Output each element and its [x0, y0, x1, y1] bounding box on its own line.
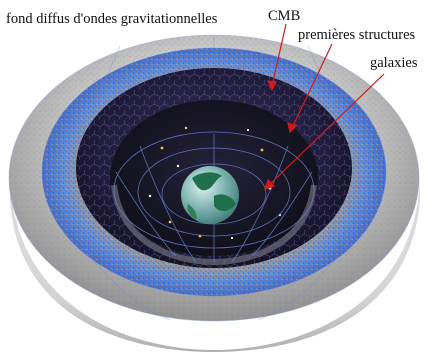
gravitational-wave-background-label: fond diffus d'ondes gravitationnelles — [6, 11, 218, 27]
galaxies-label: galaxies — [370, 55, 418, 71]
galaxies-arrow — [267, 73, 385, 187]
earth — [181, 166, 239, 224]
cmb-label: CMB — [268, 8, 301, 24]
cmb-arrow — [271, 23, 287, 87]
first-structures-arrow — [291, 43, 333, 129]
galaxy-points — [148, 126, 282, 240]
label-arrows — [264, 23, 385, 190]
first-structures-label: premières structures — [298, 27, 416, 43]
coordinate-grid — [8, 34, 420, 322]
